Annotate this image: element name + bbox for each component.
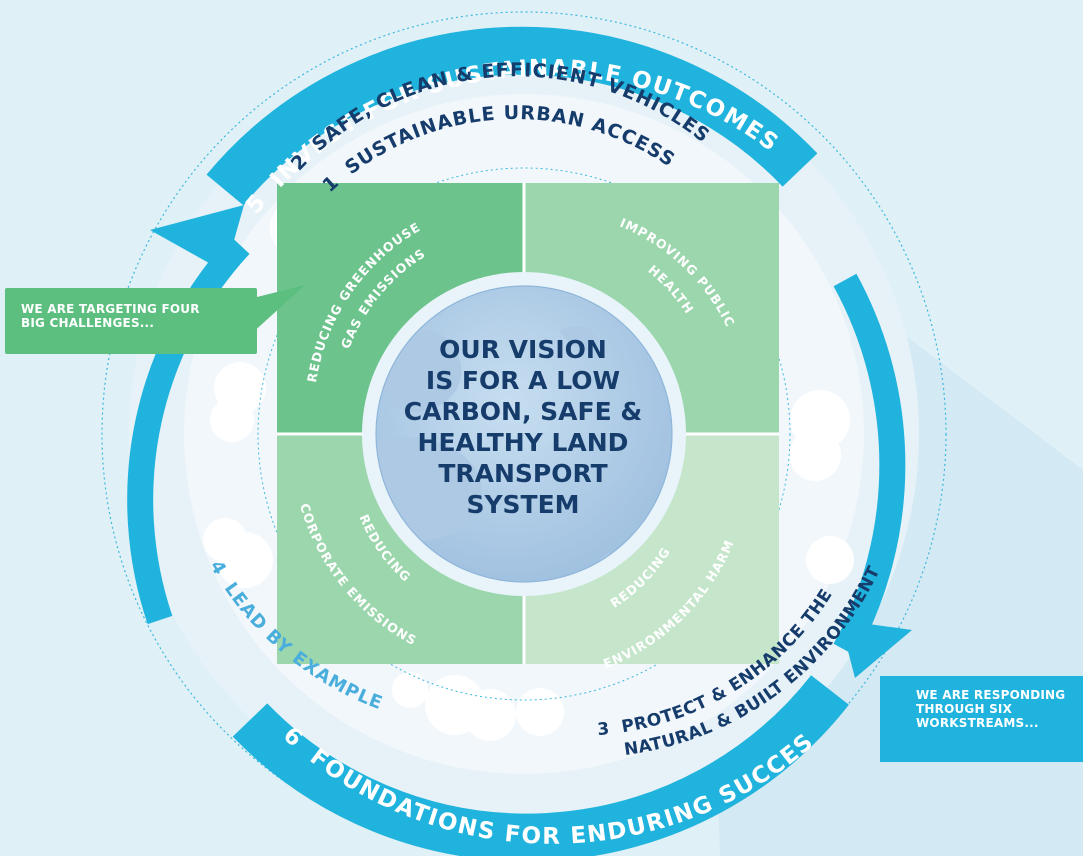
vision-line: OUR VISION bbox=[439, 335, 607, 364]
vision-statement: OUR VISION IS FOR A LOW CARBON, SAFE & H… bbox=[383, 334, 663, 520]
callout-workstreams-line: WE ARE RESPONDING bbox=[916, 688, 1066, 702]
vision-line: HEALTHY LAND bbox=[417, 428, 629, 457]
callout-challenges-line: WE ARE TARGETING FOUR bbox=[21, 302, 200, 316]
callout-workstreams: WE ARE RESPONDING THROUGH SIX WORKSTREAM… bbox=[880, 676, 1083, 762]
callout-challenges-line: BIG CHALLENGES... bbox=[21, 316, 155, 330]
invest-band bbox=[206, 26, 818, 206]
callout-challenges: WE ARE TARGETING FOUR BIG CHALLENGES... bbox=[5, 288, 257, 354]
vision-line: TRANSPORT bbox=[438, 459, 608, 488]
callout-left-pointer bbox=[245, 285, 305, 335]
callout-workstreams-line: WORKSTREAMS... bbox=[916, 716, 1039, 730]
vision-line: SYSTEM bbox=[466, 490, 580, 519]
callout-workstreams-line: THROUGH SIX bbox=[916, 702, 1013, 716]
cycle-arrow-right-head bbox=[840, 620, 912, 678]
cycle-arrow-right-shaft bbox=[833, 273, 906, 657]
cycle-arrow-left-head bbox=[150, 205, 244, 272]
globe-outline bbox=[375, 285, 673, 583]
inner-dotted-ring bbox=[257, 167, 791, 701]
outer-dotted-ring bbox=[101, 11, 947, 856]
workstream-3-number: 3 bbox=[597, 719, 611, 740]
vision-line: CARBON, SAFE & bbox=[403, 397, 643, 426]
foundations-band bbox=[232, 675, 849, 856]
vision-line: IS FOR A LOW bbox=[425, 366, 621, 395]
